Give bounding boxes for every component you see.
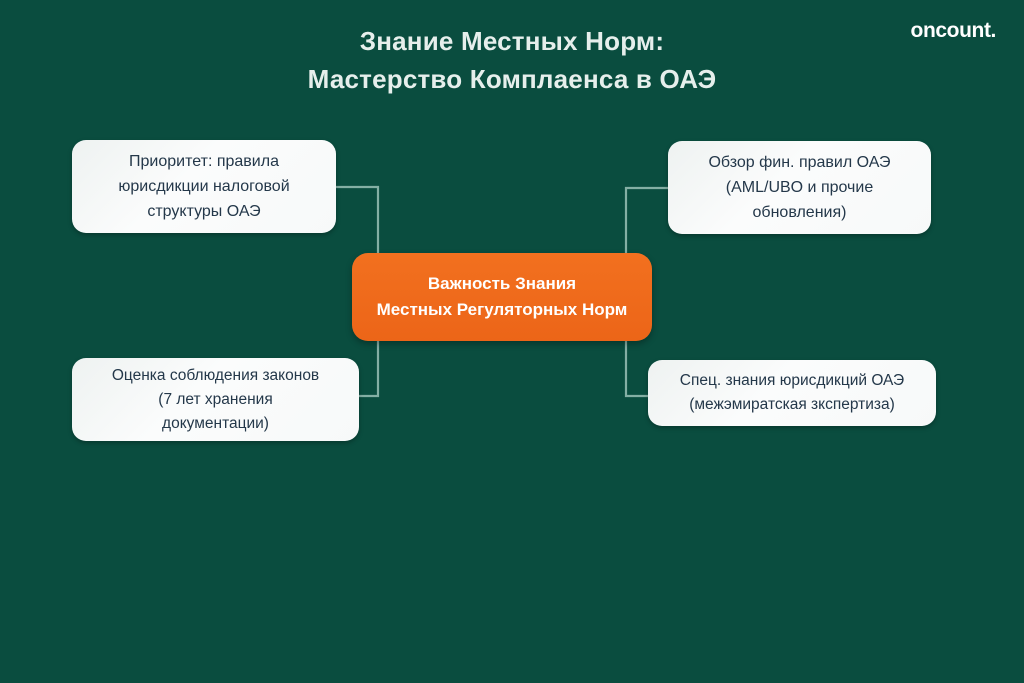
page-title: Знание Местных Норм: Мастерство Комплаен… (0, 22, 1024, 98)
node-top-left-line-1: Приоритет: правила (129, 153, 279, 170)
node-top-right-line-2: (AML/UBO и прочие (725, 179, 874, 196)
connector-top-right (624, 186, 668, 253)
node-bottom-left[interactable]: Оценка соблюдения законов (7 лет хранени… (72, 358, 359, 441)
page-title-line-2: Мастерство Комплаенса в ОАЭ (307, 64, 717, 94)
node-bottom-right[interactable]: Спец. знания юрисдикций ОАЭ (межэмиратск… (648, 360, 936, 426)
connector-bottom-right (624, 341, 648, 398)
node-bottom-left-line-1: Оценка соблюдения законов (111, 366, 320, 384)
node-center-line-2: Местных Регуляторных Норм (376, 300, 628, 319)
brand-logo: oncount. (910, 19, 997, 42)
node-bottom-left-line-2: (7 лет хранения (158, 390, 273, 408)
node-bottom-left-line-3: документации) (162, 414, 269, 432)
node-bottom-right-line-1: Спец. знания юрисдикций ОАЭ (679, 372, 905, 389)
connector-bottom-left (359, 341, 380, 398)
node-top-right-line-3: обновления) (752, 204, 847, 221)
node-center-text: Важность Знания Местных Регуляторных Нор… (352, 271, 652, 323)
node-top-left-line-2: юрисдикции налоговой (118, 178, 290, 195)
page-title-line-1: Знание Местных Норм: (359, 26, 665, 56)
node-top-right-line-1: Обзор фин. правил ОАЭ (708, 154, 891, 171)
node-top-right-text: Обзор фин. правил ОАЭ (AML/UBO и прочие … (680, 150, 919, 225)
node-bottom-left-text: Оценка соблюдения законов (7 лет хранени… (84, 364, 347, 436)
node-center-line-1: Важность Знания (427, 274, 577, 293)
node-bottom-right-line-2: (межэмиратская зкспертиза) (689, 396, 895, 413)
node-top-left-line-3: структуры ОАЭ (147, 203, 261, 220)
node-center[interactable]: Важность Знания Местных Регуляторных Нор… (352, 253, 652, 341)
node-bottom-right-text: Спец. знания юрисдикций ОАЭ (межэмиратск… (660, 369, 924, 417)
node-top-left-text: Приоритет: правила юрисдикции налоговой … (84, 149, 324, 224)
node-top-left[interactable]: Приоритет: правила юрисдикции налоговой … (72, 140, 336, 233)
connector-top-left (336, 185, 380, 253)
node-top-right[interactable]: Обзор фин. правил ОАЭ (AML/UBO и прочие … (668, 141, 931, 234)
